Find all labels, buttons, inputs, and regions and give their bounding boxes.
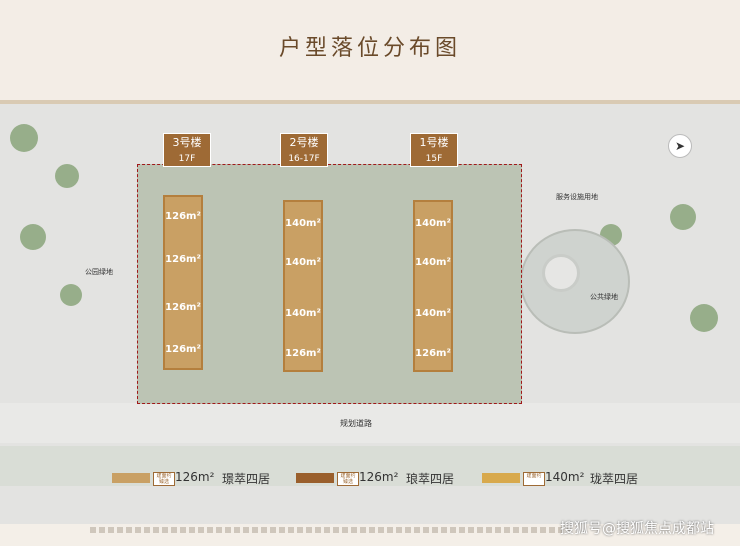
- north-arrow-icon: ➤: [668, 134, 692, 158]
- building-2: 140m² 140m² 140m² 126m²: [283, 200, 323, 372]
- legend-swatch-1: [112, 473, 150, 483]
- footer-disclaimer: [90, 527, 570, 533]
- road-label: 规划道路: [340, 419, 372, 428]
- unit-label: 140m²: [415, 308, 451, 319]
- building-2-floors: 16-17F: [280, 152, 328, 167]
- public-green-label: 公共绿地: [590, 293, 618, 301]
- plaza-center: [542, 254, 580, 292]
- legend-swatch-3: [482, 473, 520, 483]
- legend-swatch-2: [296, 473, 334, 483]
- planned-road: [0, 403, 740, 443]
- title-divider: [0, 100, 740, 104]
- unit-label: 126m²: [285, 348, 321, 359]
- building-3-floors: 17F: [163, 152, 211, 167]
- tree: [60, 284, 82, 306]
- watermark: 搜狐号@搜狐焦点成都站: [560, 521, 714, 537]
- legend-badge-1: 建面约臻选: [153, 472, 175, 486]
- unit-label: 140m²: [285, 308, 321, 319]
- building-3-name: 3号楼: [163, 133, 211, 153]
- unit-label: 140m²: [285, 218, 321, 229]
- tree: [690, 304, 718, 332]
- legend-name-1: 璟萃四居: [222, 472, 271, 486]
- unit-label: 140m²: [415, 218, 451, 229]
- legend-area-2: 126m²: [359, 470, 399, 484]
- building-3: 126m² 126m² 126m² 126m²: [163, 195, 203, 370]
- west-green-label: 公园绿地: [85, 268, 113, 276]
- legend-name-2: 琅萃四居: [406, 472, 455, 486]
- legend-badge-3: 建面约: [523, 472, 545, 486]
- unit-label: 126m²: [165, 254, 201, 265]
- unit-label: 140m²: [415, 257, 451, 268]
- legend-name-3: 珑萃四居: [590, 472, 639, 486]
- legend-badge-2: 建面约臻选: [337, 472, 359, 486]
- unit-label: 126m²: [165, 211, 201, 222]
- tree: [670, 204, 696, 230]
- building-1-floors: 15F: [410, 152, 458, 167]
- page-title: 户型落位分布图: [278, 36, 461, 61]
- building-1-name: 1号楼: [410, 133, 458, 153]
- title-band: [0, 0, 740, 100]
- legend-area-1: 126m²: [175, 470, 215, 484]
- building-1: 140m² 140m² 140m² 126m²: [413, 200, 453, 372]
- unit-label: 126m²: [415, 348, 451, 359]
- tree: [20, 224, 46, 250]
- tree: [55, 164, 79, 188]
- tree: [10, 124, 38, 152]
- legend-area-3: 140m²: [545, 470, 585, 484]
- unit-label: 126m²: [165, 302, 201, 313]
- service-land-label: 服务设施用地: [556, 193, 598, 201]
- unit-label: 126m²: [165, 344, 201, 355]
- building-2-name: 2号楼: [280, 133, 328, 153]
- unit-label: 140m²: [285, 257, 321, 268]
